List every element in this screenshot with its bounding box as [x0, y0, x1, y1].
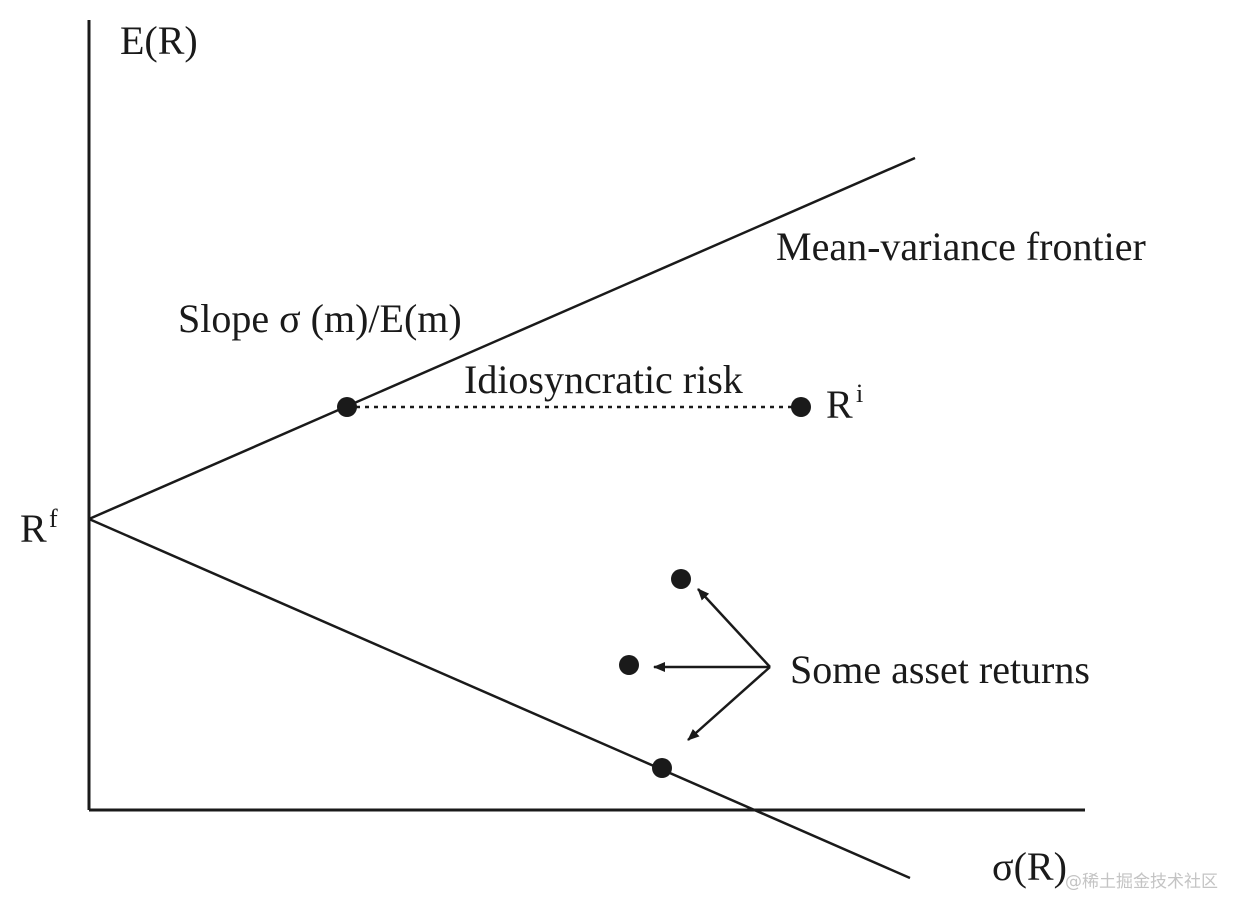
asset-return-point-top [671, 569, 691, 589]
arrow-to-bottom-point [687, 666, 771, 741]
lower-frontier-line [88, 517, 911, 880]
asset-return-point-bottom [652, 758, 672, 778]
upper-frontier-line [88, 156, 916, 521]
watermark: @稀土掘金技术社区 [1065, 872, 1218, 892]
asset-label: R [826, 382, 853, 427]
idiosyncratic-risk-label: Idiosyncratic risk [464, 357, 743, 402]
risk-free-superscript: f [49, 504, 58, 533]
risk-free-label: R [20, 506, 47, 551]
asset-return-point-middle [619, 655, 639, 675]
frontier-point [337, 397, 357, 417]
frontier-label: Mean-variance frontier [776, 224, 1146, 269]
asset-returns-label: Some asset returns [790, 647, 1090, 692]
asset-point-ri [791, 397, 811, 417]
x-axis-label: σ(R) [992, 844, 1067, 889]
arrow-to-top-point [697, 588, 771, 668]
asset-superscript: i [856, 379, 863, 408]
slope-label: Slope σ (m)/E(m) [178, 296, 462, 341]
y-axis-label: E(R) [120, 18, 198, 63]
